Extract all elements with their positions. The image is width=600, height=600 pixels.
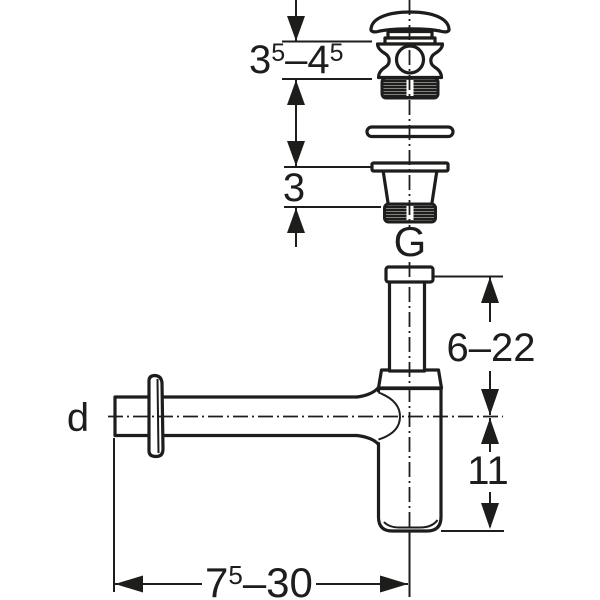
- arrowhead-right: [380, 575, 408, 593]
- trap-inner-bottom-line: [383, 519, 439, 529]
- dim-text-trap-depth: 11: [467, 449, 509, 493]
- ball-joint-arc: [378, 391, 402, 441]
- inlet-pipe-tube: [387, 279, 427, 373]
- valve-cap: [369, 10, 451, 34]
- dim-text-drain-height: 3: [283, 166, 305, 210]
- dim-text-outlet-projection: 75–30: [205, 559, 313, 600]
- dim-outlet-projection: 75–30: [113, 438, 408, 600]
- dim-text-inlet-range: 6–22: [447, 326, 536, 370]
- arrowhead-down: [287, 141, 305, 166]
- arrowhead-up: [287, 80, 305, 105]
- arrowhead-up: [287, 208, 305, 233]
- pipe-joint-fillet-bottom: [355, 433, 380, 446]
- arrowhead-up: [481, 418, 499, 444]
- dim-valve-height: 35–45 3: [249, 0, 381, 247]
- inlet-pipe: [384, 265, 435, 373]
- dim-text-valve-height: 35–45: [249, 38, 344, 82]
- dim-inlet-and-depth: 6–22 11: [433, 275, 536, 532]
- label-outlet-diameter: d: [67, 396, 89, 440]
- pipe-joint-fillet-top: [355, 386, 380, 399]
- arrowhead-down: [287, 16, 305, 41]
- arrowhead-up: [481, 277, 499, 303]
- arrowhead-down: [481, 503, 499, 529]
- trap-body: [355, 386, 443, 533]
- arrowhead-down: [481, 389, 499, 415]
- arrowhead-left: [115, 575, 143, 593]
